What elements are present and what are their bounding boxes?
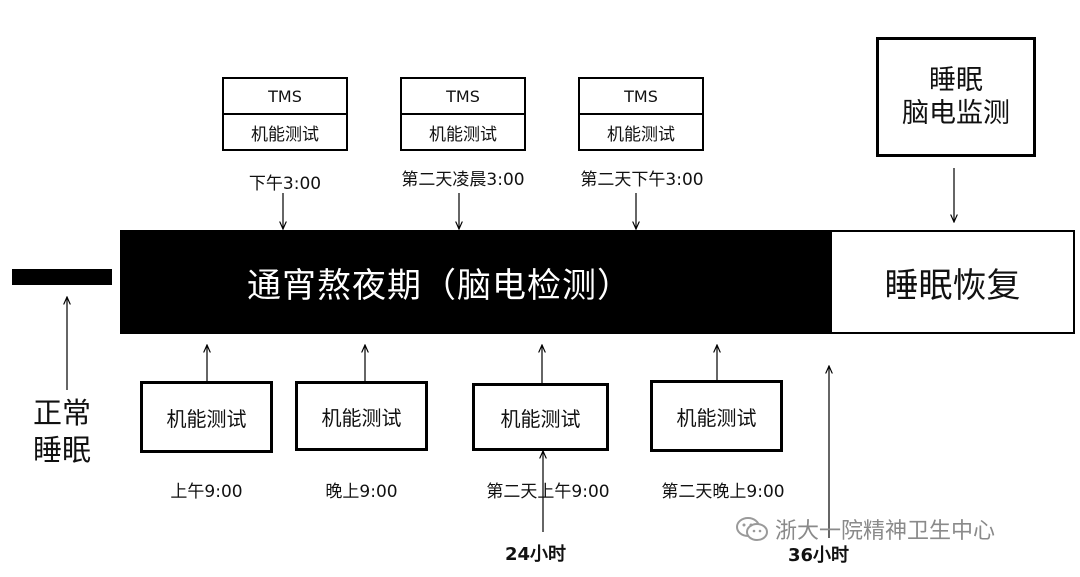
sleep-deprivation-bar	[120, 230, 832, 334]
wechat-icon	[736, 517, 768, 541]
function-test-box-1: 机能测试	[140, 381, 273, 453]
function-test-label: 机能测试	[251, 124, 319, 145]
function-test-box-4: 机能测试	[650, 380, 783, 452]
test-time-2: 晚上9:00	[325, 482, 398, 502]
tms-label: TMS	[402, 79, 524, 115]
tms-label: TMS	[580, 79, 702, 115]
function-test-label: 机能测试	[429, 124, 497, 145]
normal-sleep-label: 正常 睡眠	[22, 395, 102, 469]
test-time-1: 上午9:00	[170, 482, 243, 502]
normal-sleep-bar	[12, 269, 112, 285]
function-test-label: 机能测试	[607, 124, 675, 145]
tms-time-3: 第二天下午3:00	[580, 170, 704, 190]
hour-mark-36: 36小时	[788, 545, 850, 566]
function-test-box-2: 机能测试	[295, 381, 428, 451]
function-test-box-3: 机能测试	[472, 383, 609, 451]
sleep-recovery-box: 睡眠恢复	[832, 230, 1075, 334]
normal-sleep-line-1: 正常	[32, 396, 91, 430]
test-time-4: 第二天晚上9:00	[661, 482, 785, 502]
tms-box-1: TMS 机能测试	[222, 77, 348, 151]
watermark-text: 浙大一院精神卫生中心	[775, 519, 996, 544]
tms-box-3: TMS 机能测试	[578, 77, 704, 151]
test-time-3: 第二天上午9:00	[486, 482, 610, 502]
tms-label: TMS	[224, 79, 346, 115]
sleep-eeg-line-1: 睡眠	[929, 65, 983, 96]
sleep-deprivation-label: 通宵熬夜期（脑电检测）	[247, 265, 632, 306]
tms-box-2: TMS 机能测试	[400, 77, 526, 151]
sleep-eeg-box: 睡眠 脑电监测	[876, 37, 1036, 157]
watermark: 浙大一院精神卫生中心	[735, 513, 995, 545]
hour-mark-24: 24小时	[505, 544, 567, 565]
sleep-eeg-line-2: 脑电监测	[902, 98, 1010, 129]
tms-time-1: 下午3:00	[248, 174, 322, 194]
tms-time-2: 第二天凌晨3:00	[401, 170, 525, 190]
normal-sleep-line-2: 睡眠	[32, 433, 91, 467]
